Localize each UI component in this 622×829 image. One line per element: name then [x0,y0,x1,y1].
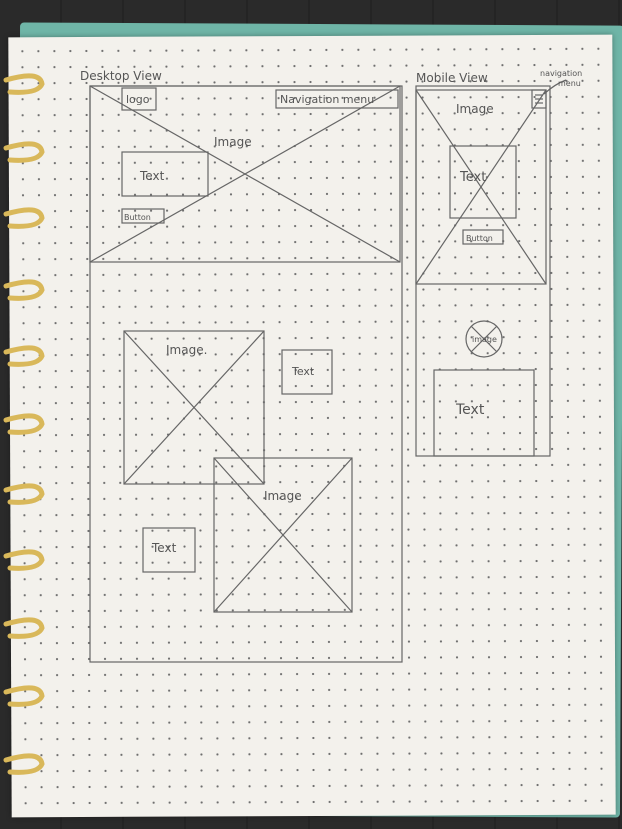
mobile-nav-note-1: navigation [540,69,582,78]
desktop-title: Desktop View [80,69,162,83]
mobile-small-image-circle [465,320,503,358]
mobile-nav-note-2: menu [558,79,581,88]
binder-ring [3,73,45,95]
desktop-button-box [121,208,165,224]
mobile-text-label: Text [455,402,485,418]
binder-ring [3,753,45,775]
binder-ring [3,617,45,639]
desktop-hero-text-box [121,151,209,197]
mobile-hero-text-box [449,145,517,219]
binder-ring [3,549,45,571]
mobile-hero-box [415,89,547,285]
mobile-button-box [462,229,504,245]
desktop-text1-box [281,349,333,395]
desktop-nav-box [275,89,399,109]
desktop-button-label: Button [124,213,151,222]
mobile-frame [415,85,551,457]
binder-rings [3,73,45,775]
desktop-logo-box [121,87,157,111]
mobile-menu-box [531,89,547,109]
desktop-hero-image-label: Image [214,135,252,149]
desktop-image2-label: Image [264,489,302,503]
binder-ring [3,279,45,301]
binder-ring [3,685,45,707]
desktop-image2-box [213,457,353,613]
desktop-hero-cross-b [89,85,401,263]
desktop-text1-label: Text [291,365,315,378]
desktop-hero-box [89,85,401,263]
mobile-button-label: Button [466,234,493,243]
binder-ring [3,413,45,435]
binder-ring [3,345,45,367]
mobile-text-box [433,369,535,457]
desktop-text2-label: Text [151,541,177,555]
mobile-hero-image-label: Image [456,102,494,116]
binder-ring [3,207,45,229]
desktop-image1-label: Image. [166,343,207,357]
mobile-small-image-label: image [472,335,497,344]
desktop-text2-box [142,527,196,573]
desktop-nav-label: Navigation menu [280,93,374,106]
binder-ring [3,141,45,163]
desktop-logo-label: logo [126,93,150,106]
desktop-image1-box [123,330,265,485]
mobile-title: Mobile View [416,71,488,85]
binder-ring [3,483,45,505]
desktop-hero-text-label: Text [139,169,165,183]
mobile-hero-text-label: Text [459,170,486,185]
